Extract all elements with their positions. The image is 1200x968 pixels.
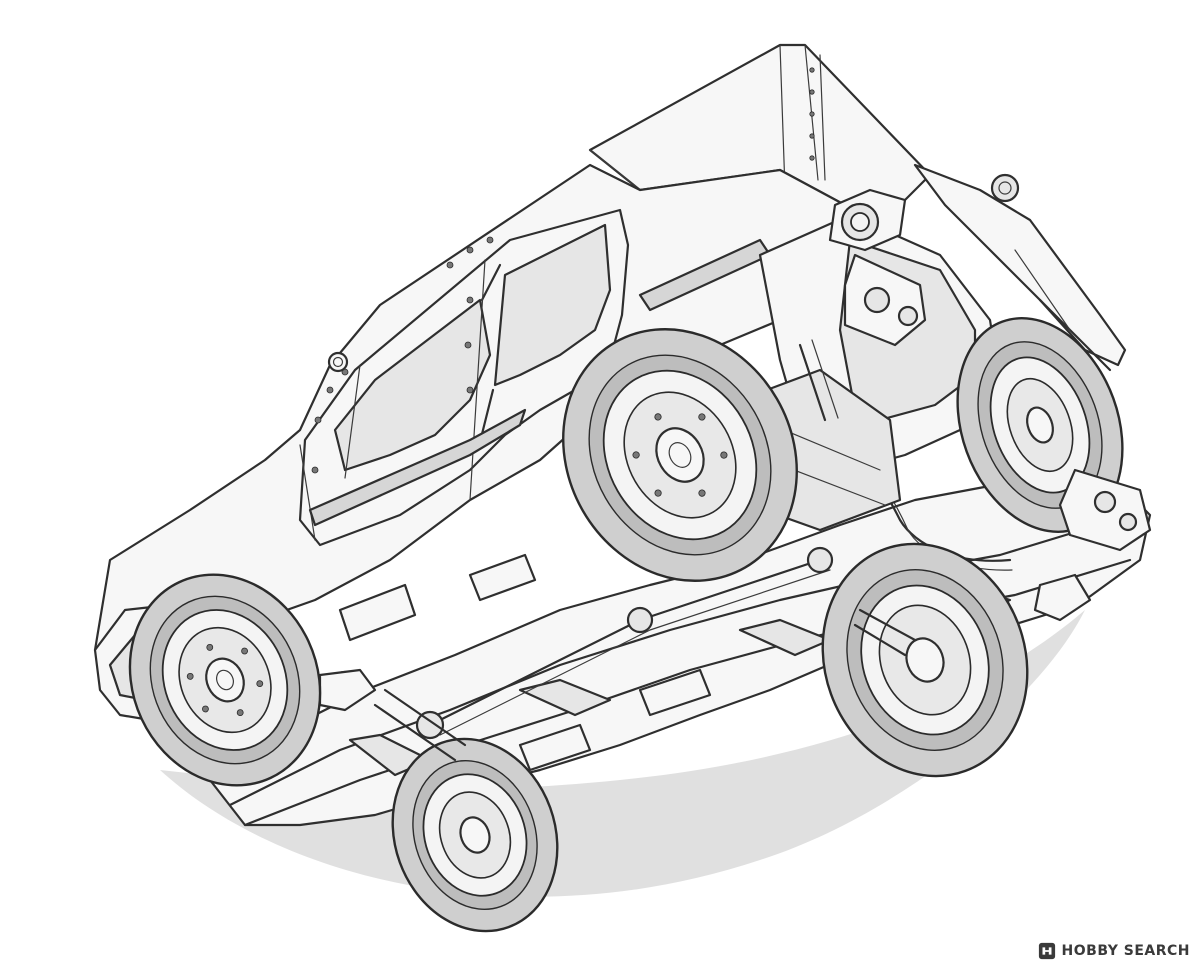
rear-right-wheel	[821, 542, 1029, 778]
suspension-arms	[373, 339, 917, 762]
roof-rivets	[809, 67, 815, 161]
rear-left-wheel	[562, 328, 798, 582]
front-right-wheel	[391, 737, 559, 933]
vehicle-shadow	[160, 610, 1085, 897]
watermark-text: HOBBY SEARCH	[1061, 943, 1190, 959]
watermark: HOBBY SEARCH	[1038, 942, 1190, 960]
hobby-search-logo-icon	[1038, 942, 1055, 960]
front-left-wheel	[128, 573, 322, 787]
rear-brackets	[1033, 468, 1152, 622]
vehicle-body	[93, 163, 862, 677]
wheel-bolts	[186, 643, 264, 717]
wheel-bolts	[632, 413, 728, 497]
mirror-knob	[327, 351, 349, 373]
